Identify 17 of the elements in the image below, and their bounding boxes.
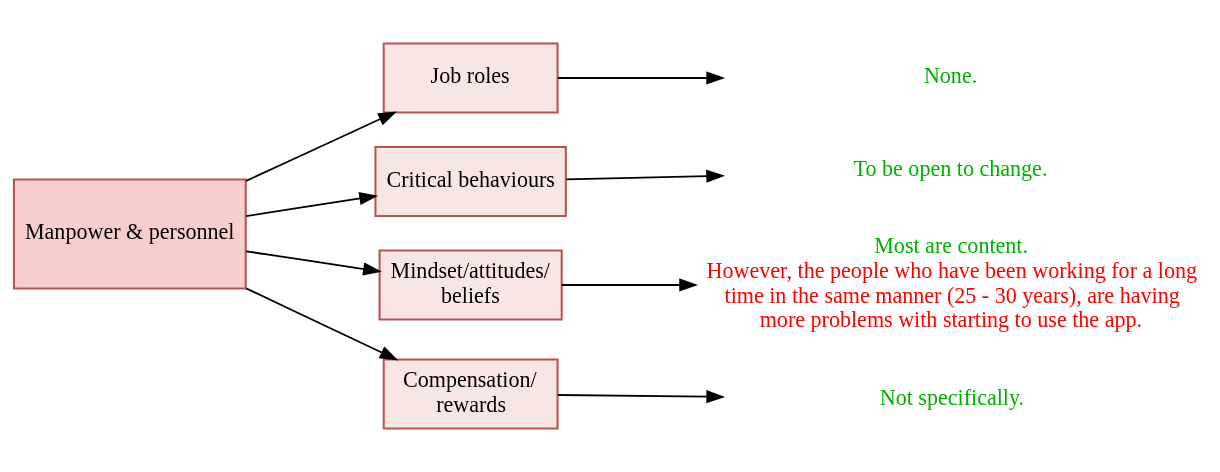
arrow — [557, 390, 726, 404]
node-text: None. — [923, 63, 978, 89]
arrow — [245, 250, 382, 276]
node-box: Mindset/attitudes/ beliefs — [378, 249, 563, 321]
arrow — [245, 287, 399, 361]
node-box: Job roles — [382, 42, 559, 114]
arrow — [245, 111, 397, 182]
node-box: Compensation/ rewards — [382, 358, 559, 430]
node-box: Critical behaviours — [374, 145, 567, 218]
arrow — [560, 278, 699, 292]
node-text: To be open to change. — [853, 155, 1048, 181]
arrow — [557, 71, 726, 85]
arrow — [565, 169, 726, 183]
arrow — [245, 192, 379, 217]
node-text: Most are content. However, the people who have been working for a long time in the same manner (25 - 30 years), are having more problems with starting to use the app. — [706, 232, 1198, 333]
node-text: Not specifically. — [879, 384, 1025, 410]
node-box: Manpower & personnel — [12, 178, 247, 290]
